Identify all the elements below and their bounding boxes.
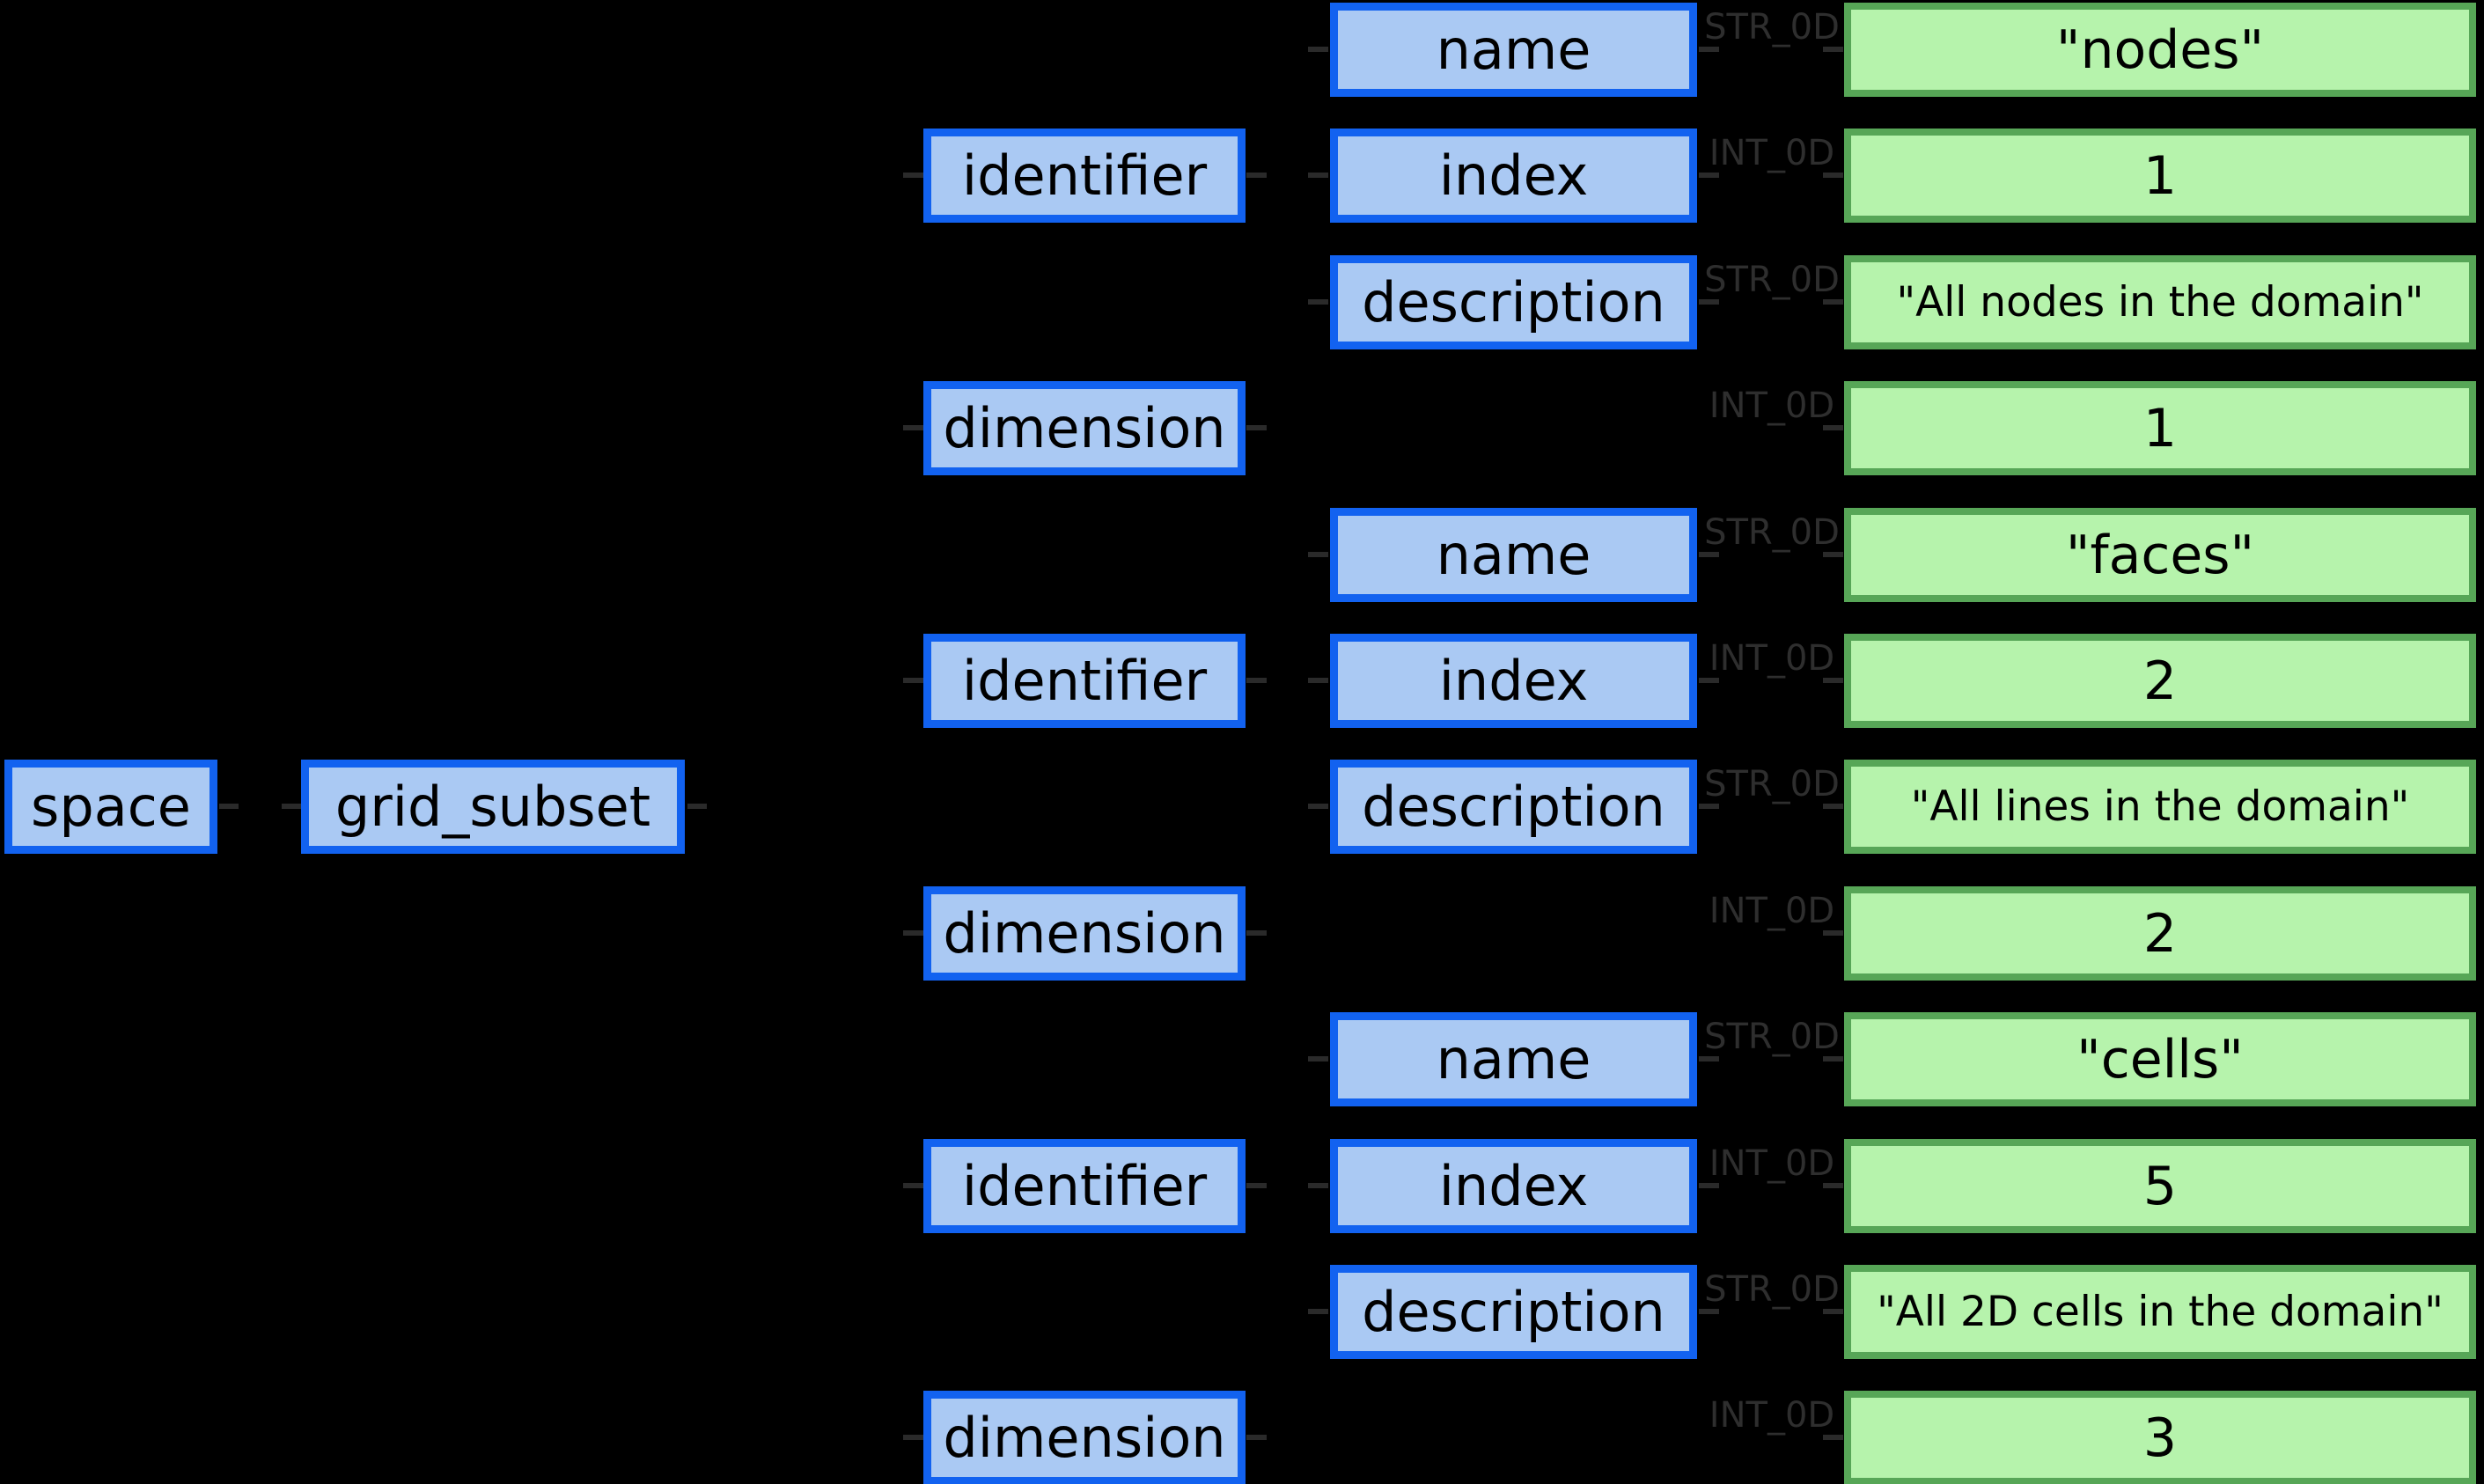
edge-stub xyxy=(1823,425,1843,430)
tree-node-space: space xyxy=(4,760,217,854)
tree-row: name STR_0D "cells" xyxy=(0,1012,2484,1106)
tree-row: dimension INT_0D 1 xyxy=(0,381,2484,475)
edge-stub xyxy=(687,804,707,809)
edge-stub xyxy=(1823,930,1843,936)
edge-stub xyxy=(1699,1056,1719,1062)
description-node: description xyxy=(1330,255,1697,349)
tree-row: identifier index INT_0D 1 xyxy=(0,129,2484,223)
edge-stub xyxy=(1699,552,1719,557)
description-node: description xyxy=(1330,760,1697,854)
name-node: name xyxy=(1330,1012,1697,1106)
tree-row: description STR_0D "All 2D cells in the … xyxy=(0,1265,2484,1359)
type-label: INT_0D xyxy=(1709,638,1835,679)
edge-stub xyxy=(1699,678,1719,683)
edge-stub xyxy=(1308,1183,1328,1188)
edge-stub xyxy=(1246,930,1267,936)
edge-stub xyxy=(1823,804,1843,809)
value-leaf: "All nodes in the domain" xyxy=(1844,255,2476,349)
edge-stub xyxy=(1823,1435,1843,1440)
value-leaf: 2 xyxy=(1844,634,2476,728)
edge-stub xyxy=(1823,678,1843,683)
identifier-node: identifier xyxy=(923,634,1246,728)
edge-stub xyxy=(903,930,923,936)
edge-stub xyxy=(903,1183,923,1188)
edge-stub xyxy=(1823,1056,1843,1062)
edge-stub xyxy=(1246,425,1267,430)
edge-stub xyxy=(1308,1056,1328,1062)
edge-stub xyxy=(1823,47,1843,52)
edge-stub xyxy=(1823,1183,1843,1188)
index-node: index xyxy=(1330,634,1697,728)
edge-stub xyxy=(1308,173,1328,178)
type-label: INT_0D xyxy=(1709,1395,1835,1436)
edge-stub xyxy=(1308,804,1328,809)
edge-stub xyxy=(1699,299,1719,305)
type-label: STR_0D xyxy=(1704,512,1840,553)
name-node: name xyxy=(1330,3,1697,97)
edge-stub xyxy=(1246,678,1267,683)
value-leaf: 2 xyxy=(1844,886,2476,981)
edge-stub xyxy=(1308,47,1328,52)
edge-stub xyxy=(1699,173,1719,178)
type-label: STR_0D xyxy=(1704,764,1840,804)
edge-stub xyxy=(1308,1309,1328,1314)
tree-row: dimension INT_0D 2 xyxy=(0,886,2484,981)
value-leaf: 3 xyxy=(1844,1391,2476,1484)
edge-stub xyxy=(1308,678,1328,683)
edge-stub xyxy=(903,678,923,683)
identifier-node: identifier xyxy=(923,129,1246,223)
edge-stub xyxy=(1308,299,1328,305)
edge-stub xyxy=(903,173,923,178)
tree-row: name STR_0D "faces" xyxy=(0,508,2484,602)
edge-stub xyxy=(1699,1183,1719,1188)
edge-stub xyxy=(1823,299,1843,305)
edge-stub xyxy=(1823,173,1843,178)
identifier-node: identifier xyxy=(923,1139,1246,1233)
value-leaf: 1 xyxy=(1844,129,2476,223)
edge-stub xyxy=(1308,552,1328,557)
dimension-node: dimension xyxy=(923,381,1246,475)
value-leaf: 1 xyxy=(1844,381,2476,475)
tree-row: name STR_0D "nodes" xyxy=(0,3,2484,97)
type-label: INT_0D xyxy=(1709,891,1835,931)
value-leaf: "All lines in the domain" xyxy=(1844,760,2476,854)
type-label: STR_0D xyxy=(1704,260,1840,300)
index-node: index xyxy=(1330,1139,1697,1233)
tree-row: identifier index INT_0D 2 xyxy=(0,634,2484,728)
dimension-node: dimension xyxy=(923,1391,1246,1484)
tree-row: description STR_0D "All lines in the dom… xyxy=(0,760,2484,854)
type-label: STR_0D xyxy=(1704,1017,1840,1057)
dimension-node: dimension xyxy=(923,886,1246,981)
edge-stub xyxy=(1699,804,1719,809)
edge-stub xyxy=(903,425,923,430)
tree-node-grid-subset: grid_subset xyxy=(301,760,685,854)
index-node: index xyxy=(1330,129,1697,223)
description-node: description xyxy=(1330,1265,1697,1359)
type-label: INT_0D xyxy=(1709,133,1835,173)
edge-stub xyxy=(282,804,301,809)
value-leaf: "faces" xyxy=(1844,508,2476,602)
value-leaf: "nodes" xyxy=(1844,3,2476,97)
name-node: name xyxy=(1330,508,1697,602)
edge-stub xyxy=(219,804,239,809)
value-leaf: "All 2D cells in the domain" xyxy=(1844,1265,2476,1359)
value-leaf: "cells" xyxy=(1844,1012,2476,1106)
edge-stub xyxy=(1823,1309,1843,1314)
edge-stub xyxy=(903,1435,923,1440)
edge-stub xyxy=(1246,1435,1267,1440)
value-leaf: 5 xyxy=(1844,1139,2476,1233)
tree-row: identifier index INT_0D 5 xyxy=(0,1139,2484,1233)
edge-stub xyxy=(1246,1183,1267,1188)
tree-row: description STR_0D "All nodes in the dom… xyxy=(0,255,2484,349)
tree-row: dimension INT_0D 3 xyxy=(0,1391,2484,1484)
edge-stub xyxy=(1699,47,1719,52)
type-label: INT_0D xyxy=(1709,386,1835,426)
type-label: INT_0D xyxy=(1709,1143,1835,1184)
type-label: STR_0D xyxy=(1704,7,1840,48)
edge-stub xyxy=(1699,1309,1719,1314)
type-label: STR_0D xyxy=(1704,1269,1840,1310)
edge-stub xyxy=(1246,173,1267,178)
edge-stub xyxy=(1823,552,1843,557)
